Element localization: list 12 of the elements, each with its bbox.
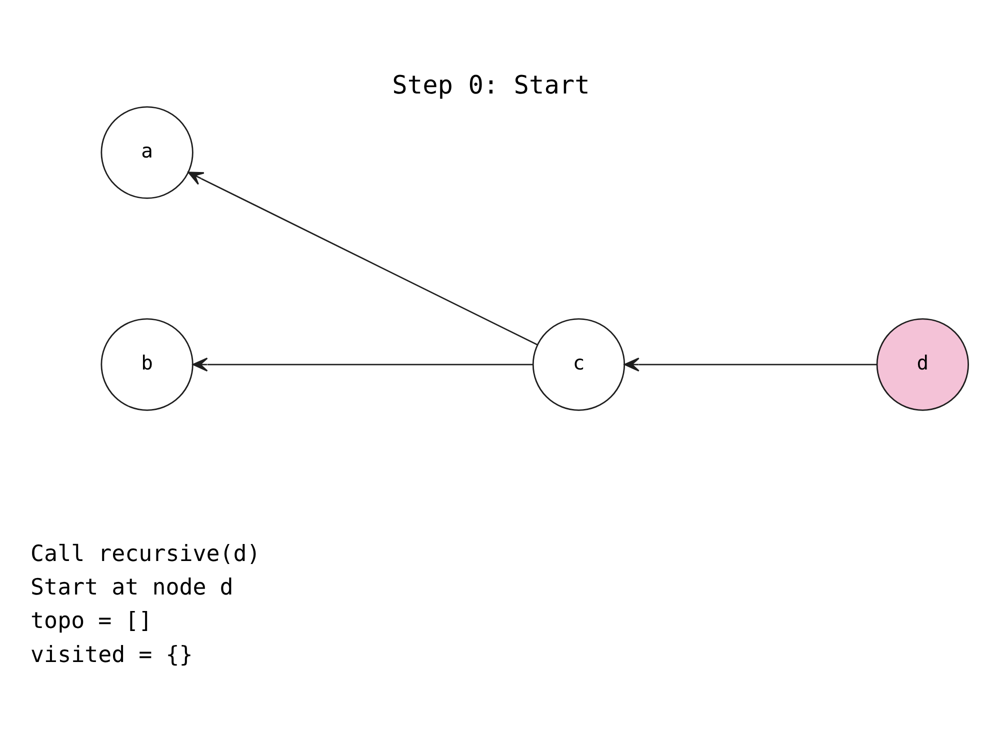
label: Start at node d xyxy=(30,574,234,600)
node-circle: a xyxy=(100,106,194,199)
label: Call recursive(d) xyxy=(30,540,260,567)
arrow xyxy=(624,358,877,372)
node-circle: b xyxy=(100,318,194,411)
label: visited = {} xyxy=(30,642,193,668)
diagram-title: Step 0: Start xyxy=(392,70,590,100)
label: topo = [] xyxy=(30,608,152,634)
node-circle: d xyxy=(876,318,969,411)
arrow xyxy=(192,358,534,372)
arrow xyxy=(188,172,538,346)
node-circle: c xyxy=(532,318,626,411)
